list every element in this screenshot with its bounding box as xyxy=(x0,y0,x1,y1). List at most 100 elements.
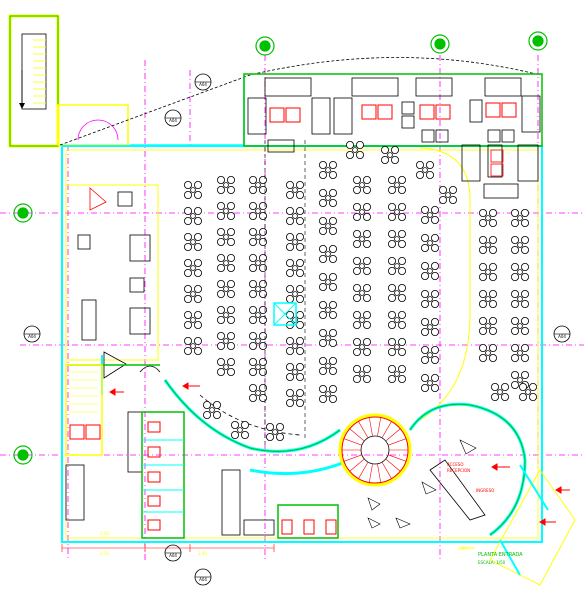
table-cluster xyxy=(352,310,371,329)
table-cluster xyxy=(478,343,497,362)
section-tag-3: A04 xyxy=(28,334,36,339)
table-cluster xyxy=(352,364,371,383)
table-cluster xyxy=(216,227,235,246)
dining-tables xyxy=(183,140,538,441)
table-cluster xyxy=(318,300,337,319)
table-cluster xyxy=(183,258,202,277)
table-cluster xyxy=(285,362,304,381)
lounge-furniture-right xyxy=(461,144,539,199)
table-cluster xyxy=(265,422,284,441)
table-cluster xyxy=(230,420,249,439)
table-cluster xyxy=(490,382,509,401)
spiral-tread xyxy=(385,458,401,472)
table-cluster xyxy=(285,232,304,251)
spiral-tread xyxy=(349,428,365,442)
table-cluster xyxy=(216,201,235,220)
stair-block-topleft xyxy=(8,14,129,148)
table-cluster xyxy=(216,305,235,324)
table-cluster xyxy=(352,283,371,302)
table-cluster xyxy=(285,206,304,225)
table-cluster xyxy=(510,343,530,362)
table-cluster xyxy=(478,208,497,227)
table-cluster xyxy=(248,201,267,220)
dining-boundary xyxy=(163,147,471,476)
table-cluster xyxy=(318,160,337,179)
table-cluster xyxy=(387,256,406,275)
table-cluster xyxy=(387,202,406,221)
spiral-tread xyxy=(377,417,382,437)
room-label-access: ACCESO xyxy=(447,462,463,467)
table-cluster xyxy=(420,289,439,308)
table-cluster xyxy=(248,331,267,350)
table-cluster xyxy=(519,382,538,401)
table-cluster xyxy=(420,373,439,392)
central-column xyxy=(264,140,306,445)
room-label-reception: RECEPCION xyxy=(447,468,470,473)
table-cluster xyxy=(318,188,337,207)
table-cluster xyxy=(420,233,439,252)
table-cluster xyxy=(285,388,304,407)
table-cluster xyxy=(510,316,530,335)
spiral-tread xyxy=(358,461,369,479)
table-cluster xyxy=(183,310,202,329)
section-tag-1: A04 xyxy=(199,82,207,87)
table-cluster xyxy=(478,289,497,308)
table-cluster xyxy=(285,258,304,277)
table-cluster xyxy=(248,253,267,272)
section-markers: A04 A04 A04 A04 A04 A04 xyxy=(23,73,571,586)
flow-arrows xyxy=(109,382,570,526)
left-service-area xyxy=(65,184,161,395)
table-cluster xyxy=(285,336,304,355)
spiral-tread xyxy=(388,438,407,446)
table-cluster xyxy=(478,316,497,335)
table-cluster xyxy=(387,337,406,356)
table-cluster xyxy=(387,310,406,329)
table-cluster xyxy=(318,272,337,291)
table-cluster xyxy=(352,256,371,275)
table-cluster xyxy=(318,216,337,235)
stair-lower-left xyxy=(65,364,143,521)
dim-1: 2.50 xyxy=(100,531,109,536)
section-tag-6: A04 xyxy=(199,577,207,582)
entrance-reception xyxy=(367,402,576,586)
table-cluster xyxy=(318,384,337,403)
table-cluster xyxy=(345,140,364,159)
table-cluster xyxy=(387,229,406,248)
table-cluster xyxy=(420,205,439,224)
table-cluster xyxy=(183,232,202,251)
table-cluster xyxy=(248,357,267,376)
table-cluster xyxy=(318,356,337,375)
table-cluster xyxy=(216,357,235,376)
table-cluster xyxy=(202,400,221,419)
table-cluster xyxy=(510,208,530,227)
table-cluster xyxy=(183,180,202,199)
table-cluster xyxy=(248,383,267,402)
table-cluster xyxy=(387,364,406,383)
table-cluster xyxy=(387,283,406,302)
table-cluster xyxy=(285,180,304,199)
axis-bubbles xyxy=(13,31,548,465)
table-cluster xyxy=(478,235,497,254)
plan-scale: ESCALA: 1/50 xyxy=(478,560,506,565)
table-cluster xyxy=(183,336,202,355)
table-cluster xyxy=(248,305,267,324)
table-cluster xyxy=(216,253,235,272)
section-tag-4: A04 xyxy=(558,334,566,339)
section-tag-2: A04 xyxy=(169,118,177,123)
table-cluster xyxy=(248,279,267,298)
table-cluster xyxy=(438,185,457,204)
table-cluster xyxy=(318,244,337,263)
table-cluster xyxy=(216,279,235,298)
spiral-tread xyxy=(343,454,362,462)
table-cluster xyxy=(248,227,267,246)
table-cluster xyxy=(415,160,434,179)
spiral-tread xyxy=(377,463,382,483)
plan-title: PLANTA ENTRADA xyxy=(478,552,523,558)
section-tag-5: A04 xyxy=(169,553,177,558)
dim-3: 3.45 xyxy=(198,551,207,556)
table-cluster xyxy=(183,206,202,225)
table-cluster xyxy=(420,261,439,280)
table-cluster xyxy=(352,229,371,248)
spiral-tread xyxy=(358,421,369,439)
